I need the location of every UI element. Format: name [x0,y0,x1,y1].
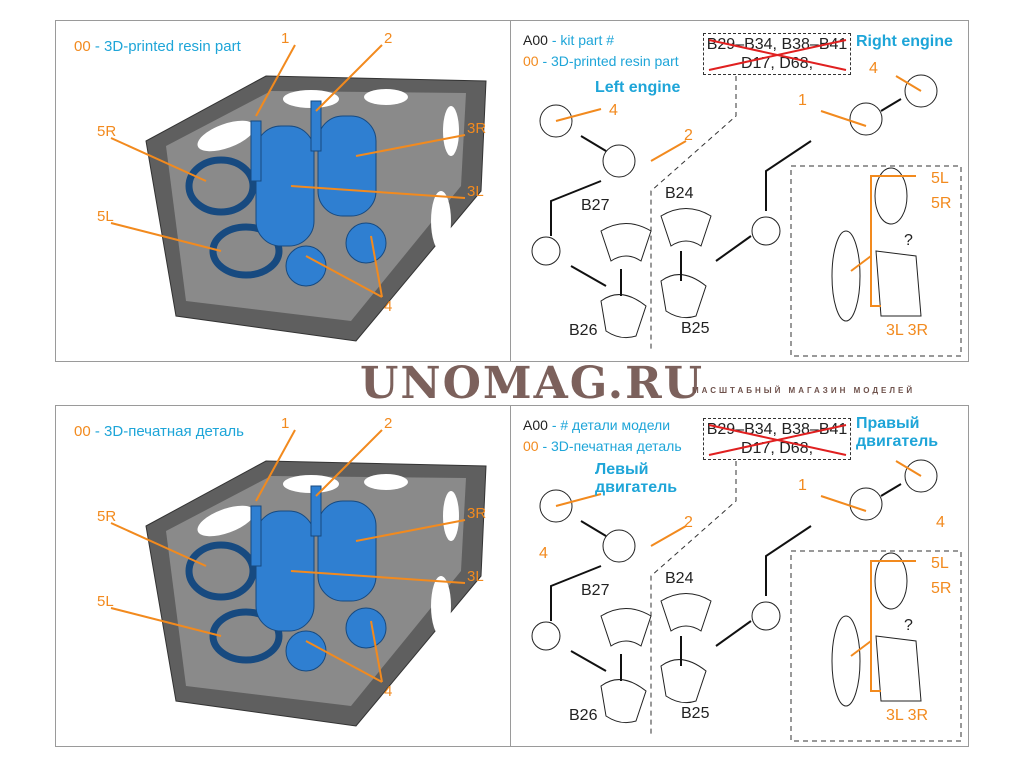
part-callout: 2 [384,30,393,47]
callout-leader-line [110,222,222,252]
part-callout: 2 [684,127,693,144]
resin-tray-illustration [110,44,487,342]
engine-assembly-illustration [531,459,962,742]
part-callout: 1 [281,415,290,432]
legend-code: 00 [74,38,91,55]
callout-leader-line [315,429,383,497]
part-callout: 3L 3R [886,707,929,724]
right-engine-label: Right engine [856,33,953,50]
callout-leader-line [305,640,383,683]
kit-part-label: B24 [665,570,694,587]
removed-parts-line: B29–B34, B38–B41 [706,36,848,53]
part-callout: 1 [798,92,807,109]
cross-out-mark [708,424,847,456]
part-callout: 1 [281,30,290,47]
kit-part-label: B26 [569,707,598,724]
instruction-panel: 00 - 3D-печатная деталь 1 2 5R 3R 3L 5L 4 A00 … [55,405,969,747]
callout-leader-line [370,235,383,298]
legend-code: 00 [74,423,91,440]
removed-parts-box: B29–B34, B38–B41 D17, D68, [703,418,851,460]
callout-leader-line [290,185,466,199]
right-engine-label: Правый двигатель [856,415,939,451]
kit-part-text: - kit part # [551,32,615,48]
kit-part-text: - # детали модели [551,417,671,433]
removed-parts-box: B29–B34, B38–B41 D17, D68, [703,33,851,75]
left-engine-label: Левый двигатель [595,461,678,497]
legend-text: - 3D-печатная деталь [94,423,244,440]
removed-parts-line: B29–B34, B38–B41 [706,421,848,438]
kit-part-label: B27 [581,582,610,599]
part-callout: 4 [384,683,393,700]
left-engine-label: Left engine [595,79,681,96]
kit-part-label: B27 [581,197,610,214]
instruction-panel: 00 - 3D-printed resin part 1 2 5R 3R 3L 5L 4 A… [55,20,969,362]
callout-leader-line [255,429,296,502]
callout-leader-line [255,44,296,117]
cross-out-mark [708,39,847,71]
part-callout: 3L 3R [886,322,929,339]
part-callout: 4 [384,298,393,315]
kit-part-code: A00 [523,32,548,48]
callout-leader-line [355,134,466,157]
resin-part-code: 00 [523,53,539,69]
kit-part-label: B25 [681,705,710,722]
part-callout: ? [904,232,913,249]
part-callout: 3R [467,505,487,522]
kit-part-label: B25 [681,320,710,337]
callout-leader-line [370,620,383,683]
callout-leader-line [110,137,207,182]
part-callout: 3L [467,568,484,585]
part-callout: 2 [684,514,693,531]
resin-part-text: - 3D-печатная деталь [542,438,682,454]
part-callout: 5R [931,580,952,597]
assembly-diagram-box: A00 - kit part # 00 - 3D-printed resin p… [510,20,969,362]
part-callout: 4 [539,545,548,562]
kit-part-label: B26 [569,322,598,339]
part-callout: 5L [931,555,949,572]
part-callout: 4 [869,60,878,77]
callout-leader-line [305,255,383,298]
part-callout: 3R [467,120,487,137]
part-callout: 5R [97,123,117,140]
part-callout: 3L [467,183,484,200]
part-callout: 2 [384,415,393,432]
printed-parts-box: 00 - 3D-printed resin part 1 2 5R 3R 3L 5L 4 [55,20,511,362]
engine-assembly-illustration [531,74,962,357]
resin-tray-illustration [110,429,487,727]
callout-leader-line [110,607,222,637]
part-callout: 4 [609,102,618,119]
printed-parts-box: 00 - 3D-печатная деталь 1 2 5R 3R 3L 5L 4 [55,405,511,747]
watermark-brand: UNOMAG.RU [360,358,705,409]
kit-part-label: B24 [665,185,694,202]
callout-leader-line [355,519,466,542]
kit-part-code: A00 [523,417,548,433]
part-callout: 5L [931,170,949,187]
assembly-diagram-box: A00 - # детали модели 00 - 3D-печатная д… [510,405,969,747]
callout-leader-line [290,570,466,584]
part-callout: 1 [798,477,807,494]
part-callout: 5L [97,208,114,225]
part-callout: 5L [97,593,114,610]
part-callout: 5R [931,195,952,212]
callout-leader-line [110,522,207,567]
resin-part-code: 00 [523,438,539,454]
part-callout: 4 [936,514,945,531]
callout-leader-line [315,44,383,112]
resin-part-text: - 3D-printed resin part [542,53,679,69]
part-callout: ? [904,617,913,634]
legend-text: - 3D-printed resin part [94,38,241,55]
part-callout: 5R [97,508,117,525]
watermark-tagline: МАСШТАБНЫЙ МАГАЗИН МОДЕЛЕЙ [692,386,916,395]
